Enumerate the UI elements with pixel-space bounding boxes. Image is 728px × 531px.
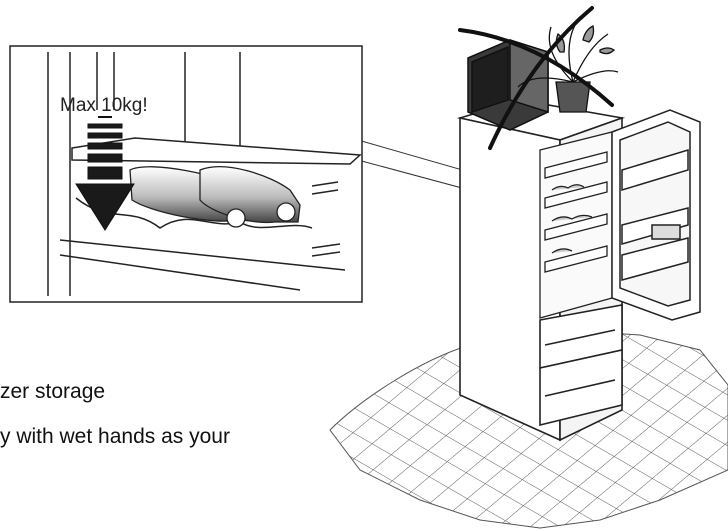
- max-weight-label: Max 10kg!: [60, 95, 148, 116]
- bottles: [129, 166, 301, 228]
- fridge-door: [611, 109, 701, 321]
- fridge-interior: [539, 131, 613, 319]
- body-text-line-1: zer storage: [0, 380, 106, 403]
- cross-out-mark: [458, 6, 614, 150]
- body-text-line-2: y with wet hands as your: [0, 425, 230, 448]
- down-arrow-icon: [75, 116, 135, 231]
- inset-detail: Max 10kg!: [9, 45, 363, 303]
